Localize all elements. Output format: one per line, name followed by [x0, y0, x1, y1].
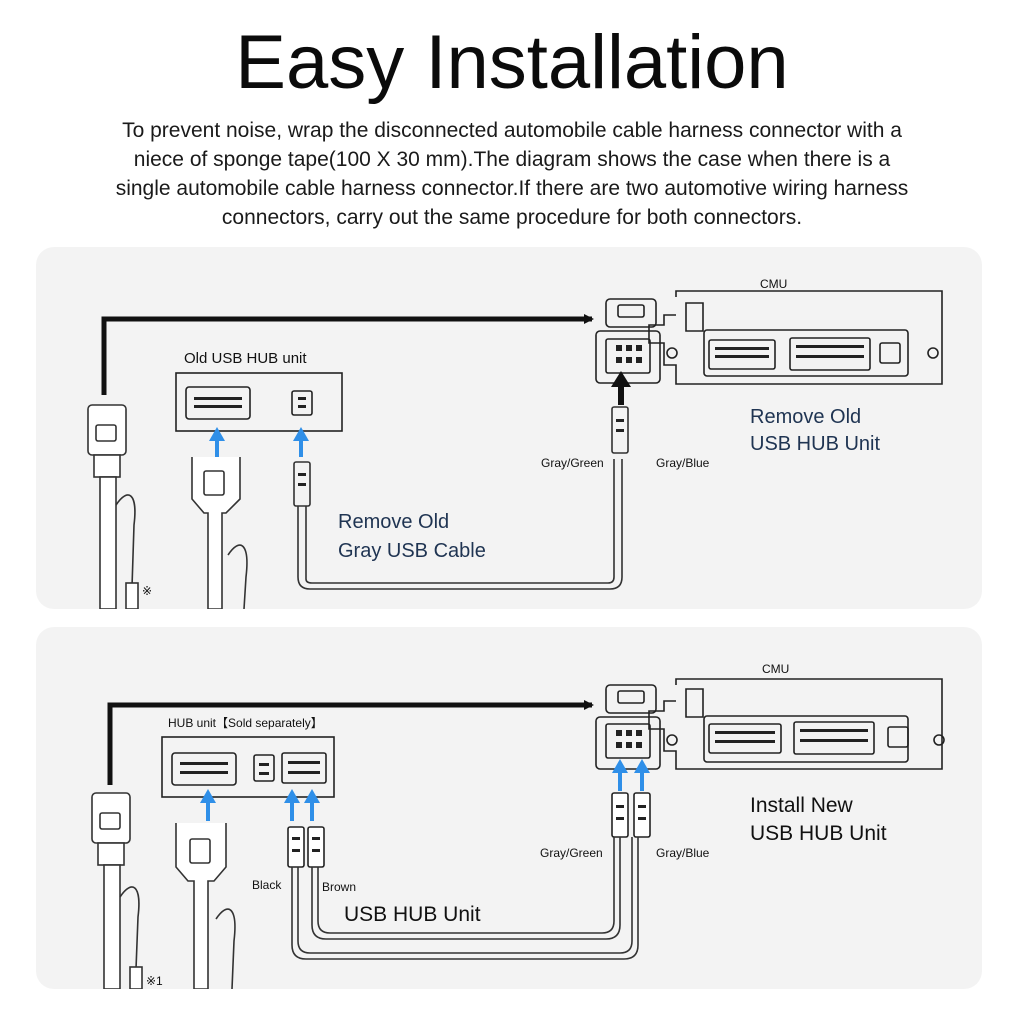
diagram-install-new: CMU ※1 HUB unit【Sold separately】 — [91, 662, 945, 989]
route-arrow — [107, 700, 594, 785]
cmu-connector-pins — [616, 729, 868, 748]
brown-label: Brown — [322, 880, 356, 894]
cmu-connector-pins — [616, 345, 864, 363]
vehicle-harness-left — [87, 404, 139, 609]
gray-blue-label: Gray/Blue — [656, 846, 710, 860]
usb-hub-cables — [291, 837, 639, 960]
intro-line: niece of sponge tape(100 X 30 mm).The di… — [133, 148, 891, 171]
new-usb-hub-unit — [161, 736, 335, 798]
remove-unit-text-1: Remove Old — [750, 406, 861, 428]
note-mark: ※ — [142, 584, 152, 598]
new-hub-label: HUB unit【Sold separately】 — [168, 716, 323, 730]
hub-harness — [191, 457, 248, 609]
old-usb-hub-unit — [175, 372, 343, 432]
cmu-unit — [595, 290, 943, 385]
gray-green-label: Gray/Green — [540, 846, 603, 860]
intro-paragraph: To prevent noise, wrap the disconnected … — [50, 116, 974, 232]
panel-install-new: CMU ※1 HUB unit【Sold separately】 — [36, 627, 982, 989]
remove-unit-text-2: USB HUB Unit — [750, 433, 880, 455]
diagram-remove-old: CMU ※ Old USB HUB unit — [87, 277, 943, 609]
note-mark: ※1 — [146, 974, 163, 988]
black-up-arrow — [611, 371, 631, 405]
cmu-unit — [595, 678, 945, 770]
hub-harness — [175, 823, 236, 989]
cmu-label: CMU — [762, 662, 789, 676]
old-hub-pins — [194, 397, 306, 408]
install-text-2: USB HUB Unit — [750, 822, 887, 845]
gray-green-label: Gray/Green — [541, 456, 604, 470]
cmu-label: CMU — [760, 277, 787, 291]
vehicle-harness-left — [91, 792, 143, 989]
old-hub-label: Old USB HUB unit — [184, 350, 307, 367]
panel-remove-old: CMU ※ Old USB HUB unit — [36, 247, 982, 609]
install-text-1: Install New — [750, 794, 854, 817]
blue-arrows — [200, 759, 650, 821]
remove-cable-text-1: Remove Old — [338, 511, 449, 533]
intro-line: single automobile cable harness connecto… — [115, 177, 909, 200]
intro-line: connectors, carry out the same procedure… — [221, 206, 803, 229]
cable-plug-detail — [298, 419, 624, 486]
usb-hub-unit-label: USB HUB Unit — [344, 903, 481, 926]
intro-line: To prevent noise, wrap the disconnected … — [122, 119, 902, 142]
black-label: Black — [252, 878, 282, 892]
route-arrow — [101, 314, 594, 395]
page-title: Easy Installation — [235, 20, 789, 105]
old-gray-cable — [293, 406, 629, 590]
gray-blue-label: Gray/Blue — [656, 456, 710, 470]
remove-cable-text-2: Gray USB Cable — [338, 540, 486, 562]
blue-arrows — [209, 427, 309, 457]
plug-detail — [292, 805, 646, 852]
new-hub-pins — [180, 761, 320, 775]
